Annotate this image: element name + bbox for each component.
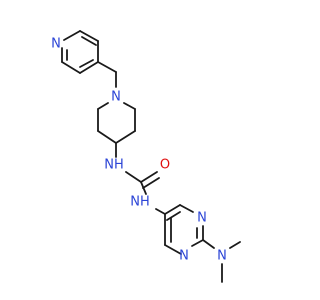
bond	[125, 171, 142, 183]
bond	[166, 211, 181, 221]
bond	[81, 36, 97, 46]
bond-layer	[61, 30, 241, 283]
bond	[115, 130, 136, 144]
bond	[164, 244, 182, 255]
bond	[179, 204, 194, 213]
bond	[140, 171, 158, 183]
bond	[202, 239, 215, 249]
bond	[155, 208, 166, 215]
atom-pyrimidine-n-bottom: N	[179, 249, 189, 264]
atom-carbonyl-o: O	[160, 158, 170, 173]
bond	[79, 59, 94, 68]
bond	[229, 241, 241, 249]
atom-piperidine-n: N	[111, 90, 121, 105]
atom-dimethylamino-n: N	[217, 249, 227, 264]
atom-urea-nh-lower: NH	[130, 195, 150, 210]
atom-pyridine-n: N	[51, 37, 61, 52]
bond	[97, 61, 117, 73]
bond	[164, 204, 181, 215]
structure-drawing: N N NH O NH N N N	[51, 30, 241, 283]
bond	[97, 130, 117, 144]
bond	[79, 30, 99, 42]
bond	[191, 239, 204, 247]
molecule-canvas: N N NH O NH N N N	[51, 30, 241, 283]
bond	[79, 61, 99, 74]
bond	[142, 177, 160, 189]
atom-label-layer: N N NH O NH N N N	[51, 37, 227, 264]
bond	[97, 102, 109, 110]
atom-urea-nh-upper: NH	[104, 158, 124, 173]
atom-pyrimidine-n-top: N	[197, 211, 207, 226]
bond	[61, 61, 81, 74]
bond	[123, 102, 136, 110]
bond	[63, 30, 81, 41]
bond	[140, 181, 147, 195]
